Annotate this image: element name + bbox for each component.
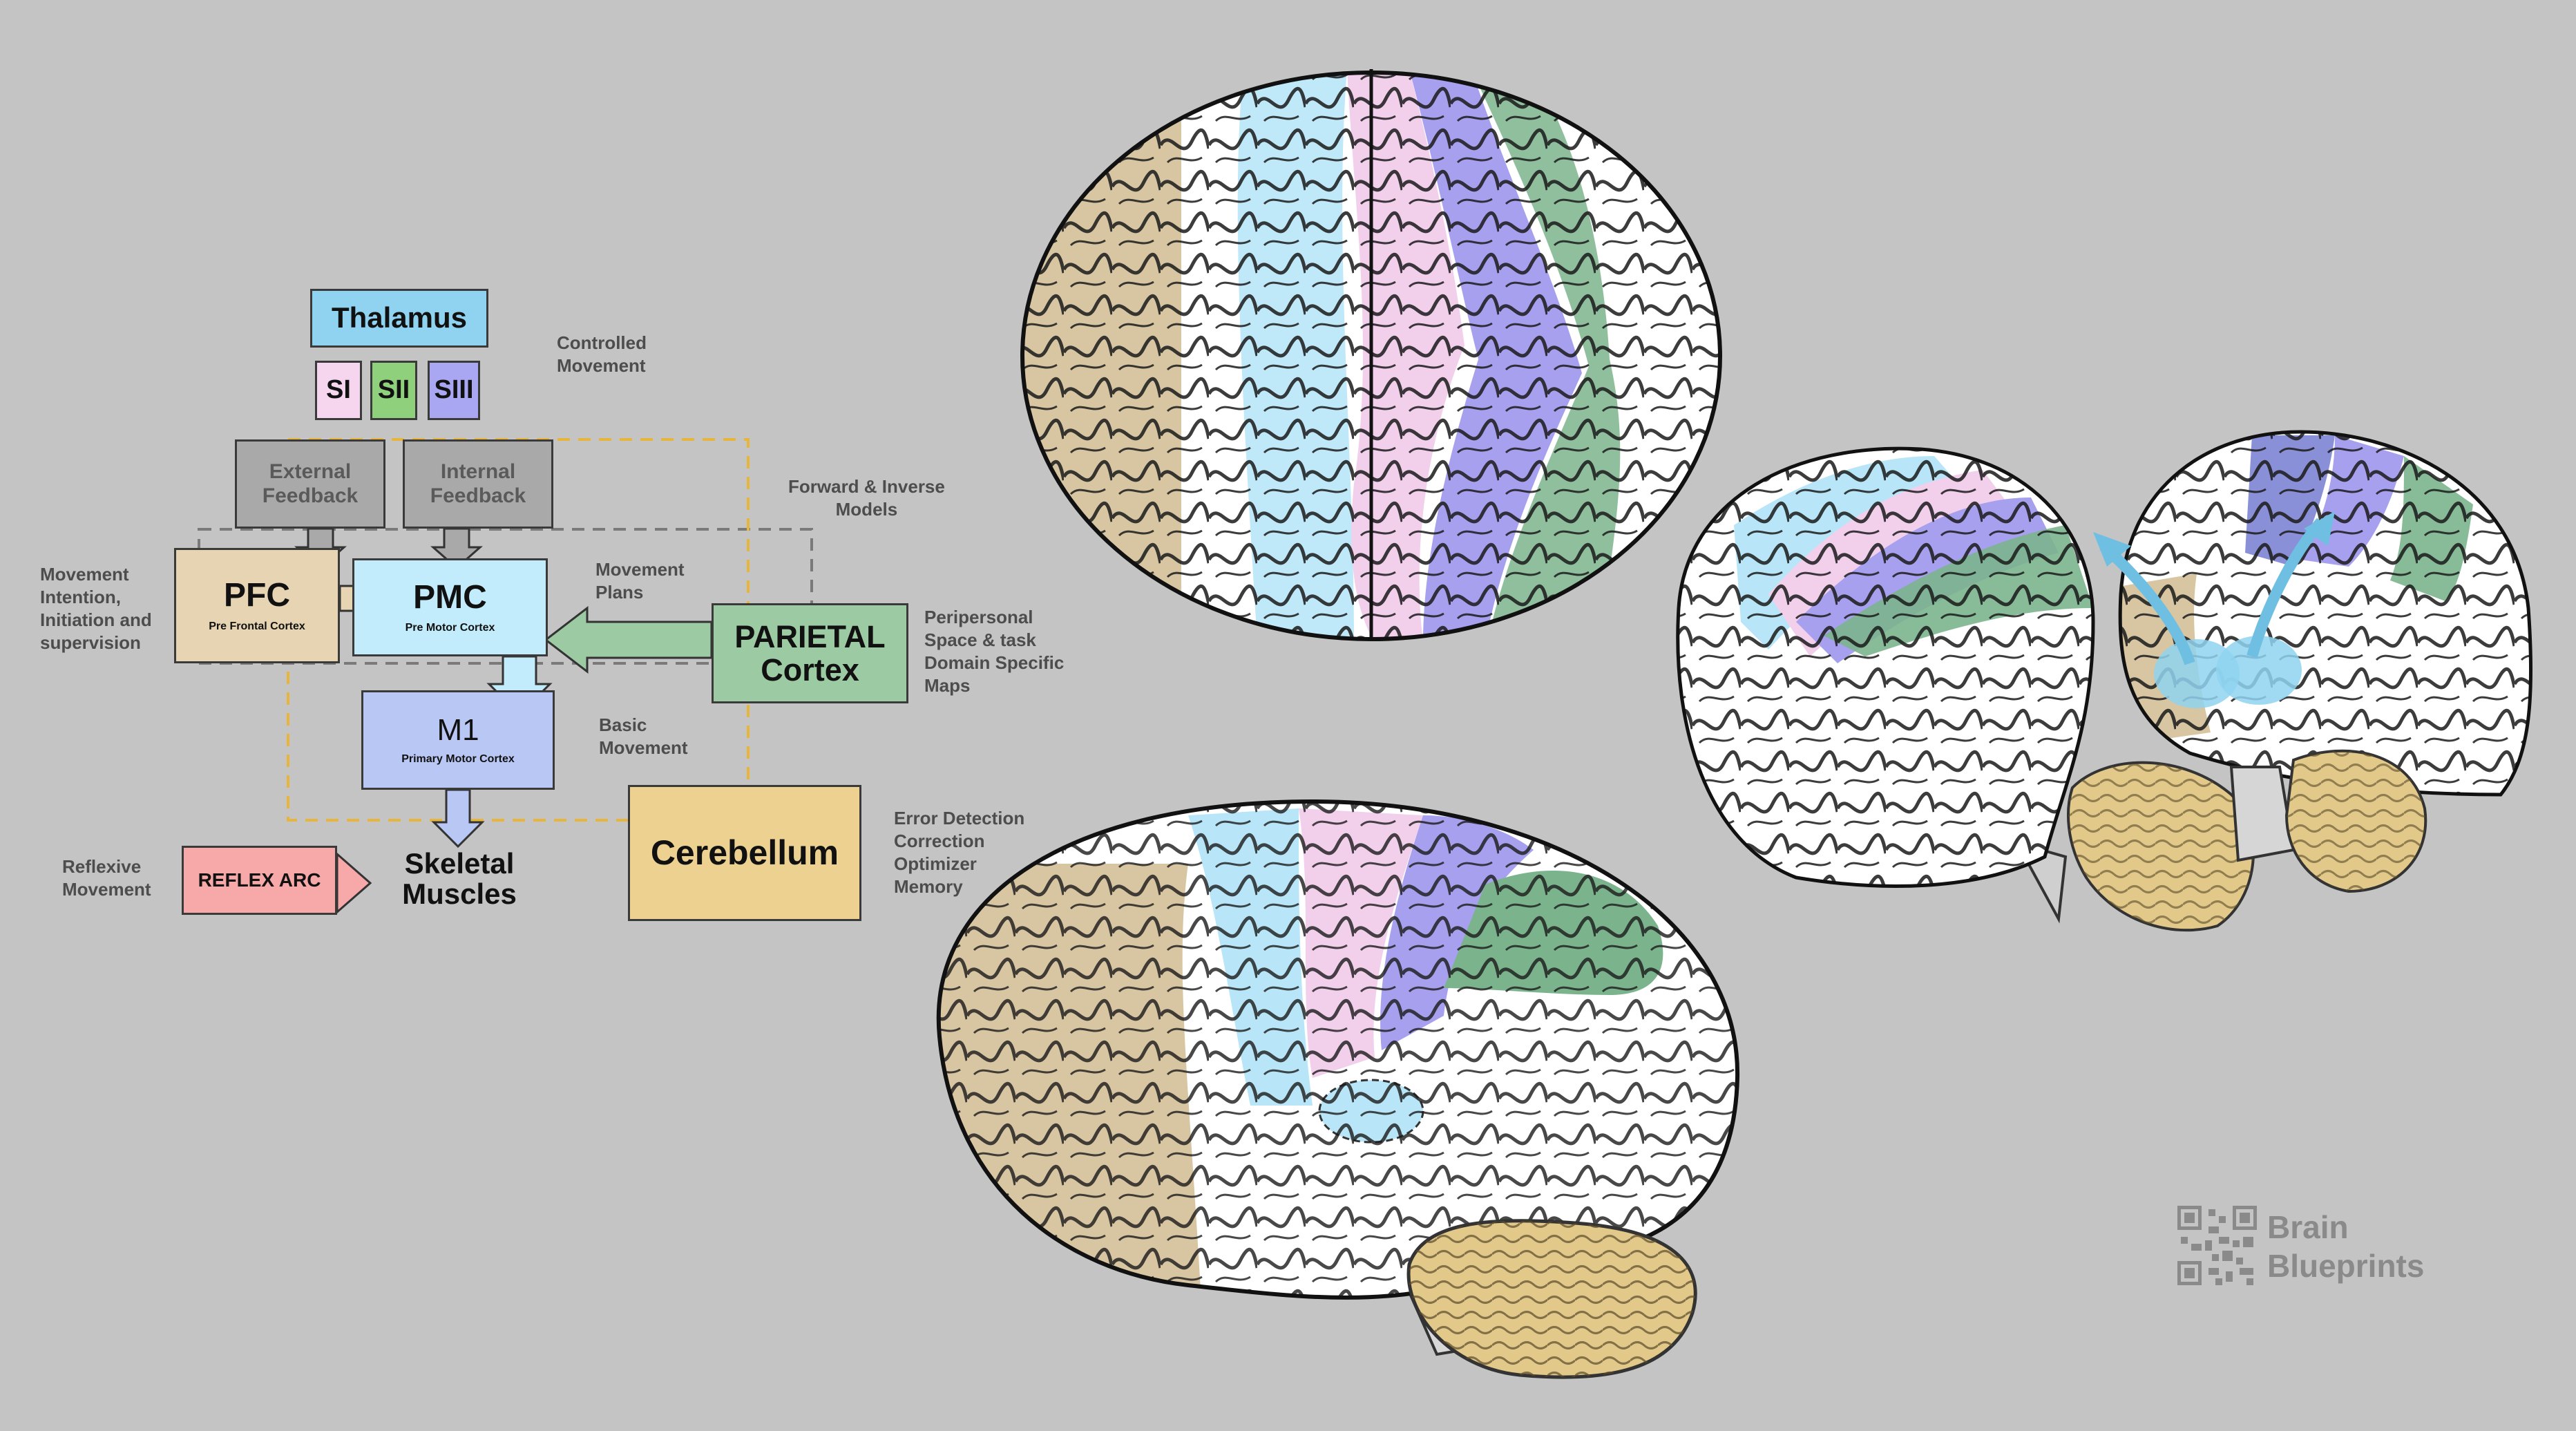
skeletal-muscles-label: Skeletal Muscles — [402, 847, 517, 910]
pfc-box: PFC Pre Frontal Cortex — [174, 548, 340, 663]
brain-small-lateral-view — [1676, 446, 2255, 932]
note-forward-inverse: Forward & Inverse Models — [788, 476, 945, 520]
cerebellum-label: Cerebellum — [650, 833, 839, 873]
siii-label: SIII — [434, 375, 474, 405]
si-label: SI — [326, 375, 351, 405]
cerebellum-return — [287, 653, 629, 822]
pfc-label: PFC — [224, 577, 290, 614]
parietal-cortex-box: PARIETAL Cortex — [712, 603, 908, 703]
m1-to-muscles-arrow — [431, 788, 485, 849]
thalamic-arrow-left — [2099, 542, 2195, 665]
note-movement-plans: Movement Plans — [595, 559, 685, 603]
thalamus-label: Thalamus — [331, 301, 468, 334]
parietal-label: PARIETAL Cortex — [734, 619, 886, 688]
parietal-to-pmc-arrow — [544, 605, 713, 674]
reflex-arc-box: REFLEX ARC — [182, 846, 337, 915]
external-feedback-box: External Feedback — [235, 439, 385, 529]
qr-code-icon — [2177, 1206, 2257, 1285]
thalamus-box: Thalamus — [310, 289, 488, 348]
siii-box: SIII — [428, 361, 480, 420]
brain-sagittal-view — [2093, 430, 2533, 893]
brand-logo-text: Brain Blueprints — [2267, 1209, 2425, 1284]
pmc-subtitle: Pre Motor Cortex — [405, 622, 495, 634]
thalamic-arrow-right — [2246, 518, 2325, 658]
note-reflexive-movement: Reflexive Movement — [62, 856, 151, 900]
internal-feedback-box: Internal Feedback — [403, 439, 553, 529]
note-peripersonal: Peripersonal Space & task Domain Specifi… — [924, 607, 1065, 696]
pmc-box: PMC Pre Motor Cortex — [352, 558, 548, 656]
brain-top-view — [1020, 69, 1722, 641]
pfc-subtitle: Pre Frontal Cortex — [209, 620, 305, 632]
si-box: SI — [315, 361, 362, 420]
note-basic-movement: Basic Movement — [599, 714, 688, 758]
thalamus-right-sagittal — [2216, 636, 2302, 705]
cerebellum-box: Cerebellum — [628, 785, 861, 921]
brain-lateral-view — [936, 799, 1740, 1379]
note-error-detection: Error Detection Correction Optimizer Mem… — [894, 808, 1025, 897]
internal-feedback-label: Internal Feedback — [430, 460, 526, 507]
note-controlled-movement: Controlled Movement — [557, 332, 647, 376]
pmc-label: PMC — [413, 578, 487, 616]
m1-label: M1 — [437, 712, 479, 747]
m1-subtitle: Primary Motor Cortex — [401, 753, 515, 766]
internal-feedback-arrow — [430, 527, 483, 570]
external-feedback-label: External Feedback — [262, 460, 359, 507]
reflex-arrow — [336, 851, 372, 915]
note-movement-intention: Movement Intention, Initiation and super… — [40, 564, 152, 653]
sii-box: SII — [370, 361, 417, 420]
reflex-arc-label: REFLEX ARC — [198, 869, 321, 891]
m1-box: M1 Primary Motor Cortex — [361, 690, 555, 790]
thalamus-left-sagittal — [2154, 639, 2240, 708]
sii-label: SII — [377, 375, 410, 405]
